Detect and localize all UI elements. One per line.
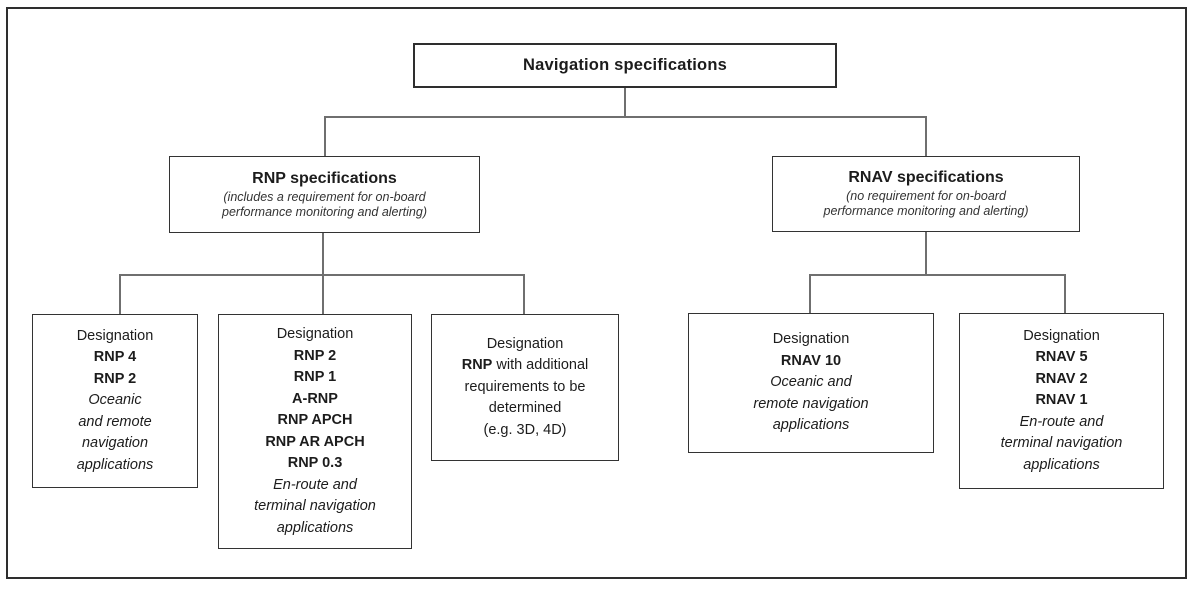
designation-item: RNP APCH bbox=[277, 412, 353, 428]
application-description-line: terminal navigation bbox=[1000, 435, 1123, 452]
connector-line bbox=[324, 116, 326, 157]
application-description-line: applications bbox=[76, 456, 154, 473]
connector-line bbox=[809, 274, 811, 313]
application-description-line: Oceanic and bbox=[770, 374, 852, 391]
description-text: (e.g. 3D, 4D) bbox=[483, 421, 567, 438]
node-rnp-enroute-designations: Designation RNP 2 RNP 1 A-RNP RNP APCH R… bbox=[218, 314, 412, 549]
designation-label: Designation bbox=[1023, 327, 1100, 344]
description-text: requirements to be bbox=[464, 378, 586, 395]
connector-line bbox=[523, 274, 525, 314]
designation-label: Designation bbox=[486, 335, 564, 352]
designation-item: RNP 2 bbox=[93, 370, 137, 387]
application-description-line: applications bbox=[276, 519, 354, 536]
connector-line bbox=[925, 232, 927, 275]
connector-line bbox=[119, 274, 121, 315]
node-rnp-additional-requirements: Designation RNP with additional requirem… bbox=[431, 314, 619, 461]
diagram-title: Navigation specifications bbox=[523, 56, 727, 74]
designation-item: RNAV 2 bbox=[1035, 370, 1088, 387]
application-description-line: remote navigation bbox=[753, 395, 869, 412]
rnav-title: RNAV specifications bbox=[848, 169, 1004, 186]
connector-line bbox=[324, 116, 927, 118]
application-description-line: Oceanic bbox=[88, 392, 142, 409]
node-rnav-oceanic-designations: Designation RNAV 10 Oceanic and remote n… bbox=[688, 313, 934, 453]
description-text: determined bbox=[488, 400, 562, 417]
designation-label: Designation bbox=[276, 326, 354, 342]
designation-item: RNP 0.3 bbox=[287, 455, 343, 471]
application-description-line: and remote bbox=[78, 413, 152, 430]
node-rnp-oceanic-designations: Designation RNP 4 RNP 2 Oceanic and remo… bbox=[32, 314, 198, 488]
connector-line bbox=[624, 87, 626, 117]
application-description-line: applications bbox=[772, 417, 850, 434]
designation-mixed-line: RNP with additional bbox=[462, 355, 589, 377]
connector-line bbox=[119, 274, 525, 276]
designation-item: RNAV 5 bbox=[1035, 349, 1088, 366]
application-description-line: terminal navigation bbox=[254, 498, 376, 514]
rnp-subtitle-line: performance monitoring and alerting) bbox=[222, 204, 427, 219]
rnp-subtitle-line: (includes a requirement for on-board bbox=[223, 189, 426, 204]
designation-item: RNAV 1 bbox=[1035, 392, 1088, 409]
designation-item: RNP 2 bbox=[293, 347, 337, 364]
designation-item: RNP 4 bbox=[93, 349, 137, 366]
rnav-subtitle-line: performance monitoring and alerting) bbox=[823, 204, 1029, 218]
designation-label: Designation bbox=[772, 331, 850, 348]
node-navigation-specifications: Navigation specifications bbox=[413, 43, 837, 88]
diagram-outer-border bbox=[6, 7, 1187, 579]
node-rnp-specifications: RNP specifications (includes a requireme… bbox=[169, 156, 480, 233]
rnp-title: RNP specifications bbox=[252, 169, 397, 187]
node-rnav-enroute-designations: Designation RNAV 5 RNAV 2 RNAV 1 En-rout… bbox=[959, 313, 1164, 489]
designation-label: Designation bbox=[76, 327, 154, 344]
designation-item: A-RNP bbox=[292, 390, 338, 407]
application-description-line: En-route and bbox=[1019, 413, 1104, 430]
connector-line bbox=[1064, 274, 1066, 313]
connector-line bbox=[925, 116, 927, 157]
connector-line bbox=[809, 274, 1066, 276]
description-text: with additional bbox=[492, 357, 589, 374]
designation-item: RNP AR APCH bbox=[265, 433, 365, 450]
application-description-line: En-route and bbox=[273, 476, 357, 493]
application-description-line: applications bbox=[1023, 456, 1100, 473]
rnav-subtitle-line: (no requirement for on-board bbox=[846, 189, 1006, 203]
designation-item: RNAV 10 bbox=[780, 352, 842, 369]
application-description-line: navigation bbox=[81, 435, 149, 452]
node-rnav-specifications: RNAV specifications (no requirement for … bbox=[772, 156, 1080, 232]
designation-item: RNP bbox=[461, 357, 493, 374]
connector-line bbox=[322, 232, 324, 314]
designation-item: RNP 1 bbox=[293, 369, 337, 385]
